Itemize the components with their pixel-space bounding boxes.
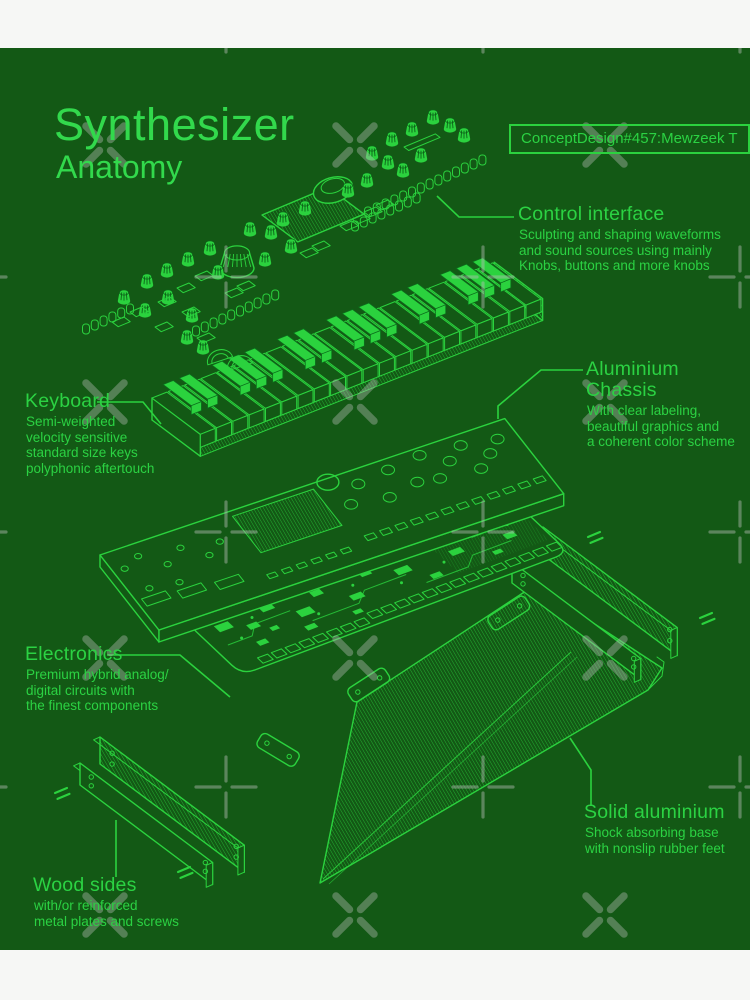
concept-design-badge: ConceptDesign#457:Mewzeek T [509,124,750,154]
callout-title: Wood sides [33,874,137,896]
callout-lines [97,195,592,877]
callout-description: with/or reinforced metal plates and scre… [34,898,179,929]
callout-description: With clear labeling, beautiful graphics … [587,403,735,449]
callout-electronics: Electronics Premium hybrid analog/ digit… [25,644,169,714]
page-title: Synthesizer [54,99,295,150]
callout-description: Semi-weighted velocity sensitive standar… [26,414,155,476]
aluminium-chassis-drawing [99,417,565,643]
control-interface-drawing [82,109,487,372]
callout-title: Aluminium Chassis [586,358,679,401]
callout-title: Keyboard [25,390,111,412]
title-block: Synthesizer Anatomy [54,99,295,185]
page-subtitle: Anatomy [56,149,183,185]
callout-aluminium-chassis: Aluminium Chassis With clear labeling, b… [586,359,750,450]
wood-side-panels-drawing [73,526,678,888]
callout-keyboard: Keyboard Semi-weighted velocity sensitiv… [25,391,154,476]
callout-description: Shock absorbing base with nonslip rubber… [585,825,725,856]
keyboard-drawing [151,257,544,457]
callout-description: Sculpting and shaping waveforms and soun… [519,227,721,273]
solid-aluminium-base-drawing [256,584,665,885]
screws-drawing [53,530,716,880]
callout-description: Premium hybrid analog/ digital circuits … [26,667,169,713]
callout-title: Solid aluminium [584,801,725,823]
callout-wood-sides: Wood sides with/or reinforced metal plat… [33,875,179,929]
callout-title: Control interface [518,203,665,225]
callout-title: Electronics [25,643,123,665]
callout-control-interface: Control interface Sculpting and shaping … [518,204,721,274]
callout-solid-aluminium: Solid aluminium Shock absorbing base wit… [584,802,725,856]
